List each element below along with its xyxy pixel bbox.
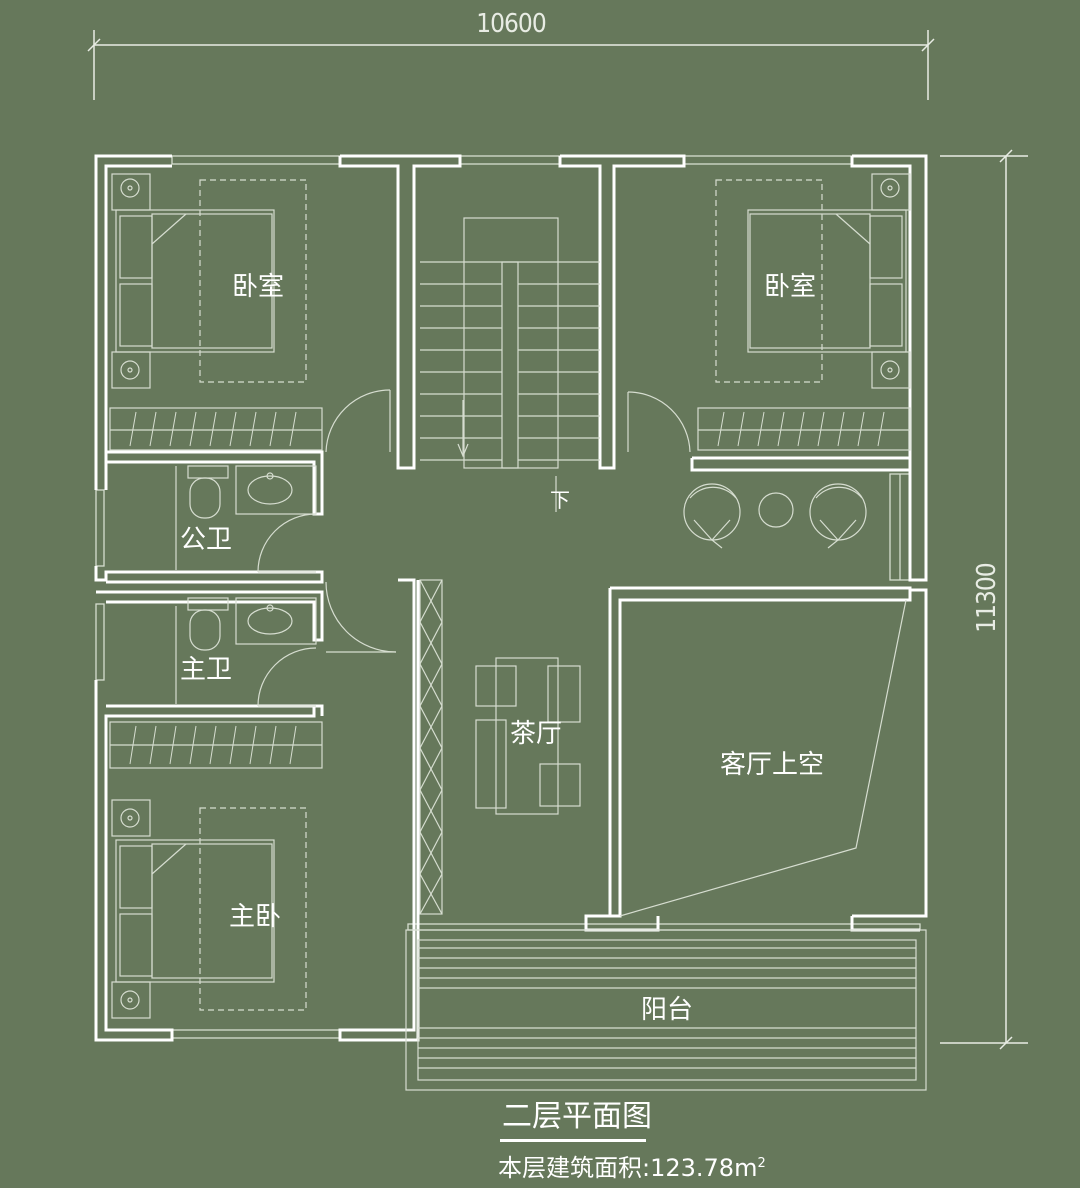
room-label-public-bath: 公卫 <box>179 525 233 555</box>
bedroom-furniture <box>109 173 911 1019</box>
dimension-lines <box>87 30 1028 1050</box>
stair-direction-label: 下 <box>550 488 570 512</box>
plan-title: 二层平面图 <box>502 1099 652 1134</box>
wardrobe-hangers <box>129 411 885 765</box>
floor-area: 本层建筑面积:123.78m2 <box>498 1156 766 1180</box>
dimension-height: 11300 <box>972 563 1002 633</box>
floor-area-unit-sup: 2 <box>757 1156 766 1171</box>
lounge-chairs <box>683 483 867 549</box>
room-label-tea-room: 茶厅 <box>509 719 563 749</box>
title-underline <box>500 1139 646 1142</box>
bathroom-fixtures <box>175 465 317 704</box>
room-label-balcony: 阳台 <box>640 995 694 1025</box>
floor-area-prefix: 本层建筑面积: <box>498 1154 651 1182</box>
floor-area-value: 123.78 <box>650 1154 735 1182</box>
room-label-living-void: 客厅上空 <box>719 750 825 780</box>
room-label-bedroom-nw: 卧室 <box>231 272 285 302</box>
tea-room-furniture <box>419 579 581 915</box>
dimension-width: 10600 <box>476 9 546 39</box>
door-swings <box>257 389 691 707</box>
void-cut-line <box>619 599 907 917</box>
staircase <box>420 217 600 512</box>
room-label-master-bath: 主卫 <box>179 655 233 685</box>
floor-area-unit: m <box>734 1154 758 1182</box>
room-label-master-bedroom: 主卧 <box>228 902 282 932</box>
room-label-bedroom-ne: 卧室 <box>763 272 817 302</box>
balcony-deck <box>405 929 927 1091</box>
